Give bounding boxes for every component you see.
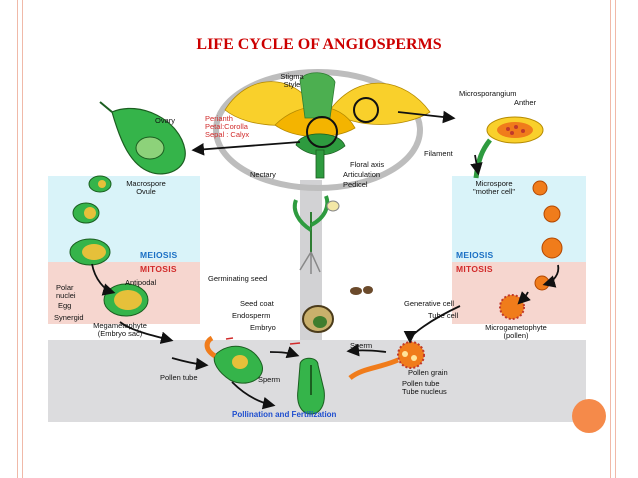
label-pollen-tube-left: Pollen tube: [160, 373, 198, 382]
seedling: [292, 195, 340, 274]
label-pollination: Pollination and Fertilization: [232, 410, 337, 419]
label-germinating-seed: Germinating seed: [208, 274, 268, 283]
label-microsporangium: Microsporangium: [459, 89, 517, 98]
label-meiosis-left: MEIOSIS: [140, 250, 178, 260]
label-macrospore-ovule: Macrospore Ovule: [126, 179, 166, 196]
label-pollen-tube-right: Pollen tube Tube nucleus: [402, 379, 447, 396]
label-pollen-grain: Pollen grain: [408, 368, 448, 377]
flower-zoom-circle-right: [353, 97, 379, 123]
label-filament: Filament: [424, 149, 453, 158]
label-mitosis-left: MITOSIS: [140, 264, 177, 274]
cycle-arrows: [91, 110, 560, 410]
label-mitosis-right: MITOSIS: [456, 264, 493, 274]
label-sperm-bottom: Sperm: [258, 375, 281, 384]
red-mark-2: [225, 337, 234, 340]
label-anther: Anther: [514, 98, 537, 107]
label-tube-cell: Tube cell: [428, 311, 459, 320]
fertilization-figures: [204, 335, 425, 415]
meiosis-zone-right: [452, 176, 586, 262]
label-microgametophyte: Microgametophyte (pollen): [485, 323, 547, 340]
frame-line-right-2: [615, 0, 616, 478]
magnifier-ring: [213, 69, 423, 191]
label-polar-nuclei: Polar nuclei: [56, 283, 76, 300]
label-meiosis-right: MEIOSIS: [456, 250, 494, 260]
label-ovary: Ovary: [155, 116, 176, 125]
label-megametophyte: Megametophyte (Embryo sac): [93, 321, 147, 338]
frame-line-left-1: [17, 0, 18, 478]
label-generative-cell: Generative cell: [404, 299, 455, 308]
pollen-stages: [499, 180, 563, 320]
anther-shape: [473, 116, 544, 179]
label-floral-axis: Floral axis: [350, 160, 385, 169]
label-synergid: Synergid: [54, 313, 84, 322]
slide-title: LIFE CYCLE OF ANGIOSPERMS: [196, 36, 442, 53]
label-microspore-mother: Microspore "mother cell": [472, 179, 515, 196]
slide-corner-badge: [572, 399, 606, 433]
frame-line-right-1: [610, 0, 611, 478]
label-endosperm: Endosperm: [232, 311, 271, 320]
label-seed-coat: Seed coat: [240, 299, 274, 308]
label-nectary: Nectary: [250, 170, 276, 179]
label-stigma-style: Stigma Style: [280, 72, 304, 89]
seed-small-2: [363, 286, 373, 294]
red-mark-1: [289, 342, 301, 345]
label-pedicel: Pedicel: [343, 180, 368, 189]
ovule-stages: [69, 175, 149, 317]
flower-zoom-circle-left: [306, 116, 338, 148]
label-egg: Egg: [58, 301, 72, 310]
label-sperm-top: Sperm: [350, 341, 373, 350]
label-embryo: Embryo: [250, 323, 276, 332]
label-antipodal: Antipodal: [125, 278, 157, 287]
frame-line-left-2: [22, 0, 23, 478]
label-perianth: Perianth Petal:Corolla Sepal : Calyx: [205, 114, 250, 139]
seed-small-1: [350, 287, 362, 295]
label-articulation: Articulation: [343, 170, 381, 179]
